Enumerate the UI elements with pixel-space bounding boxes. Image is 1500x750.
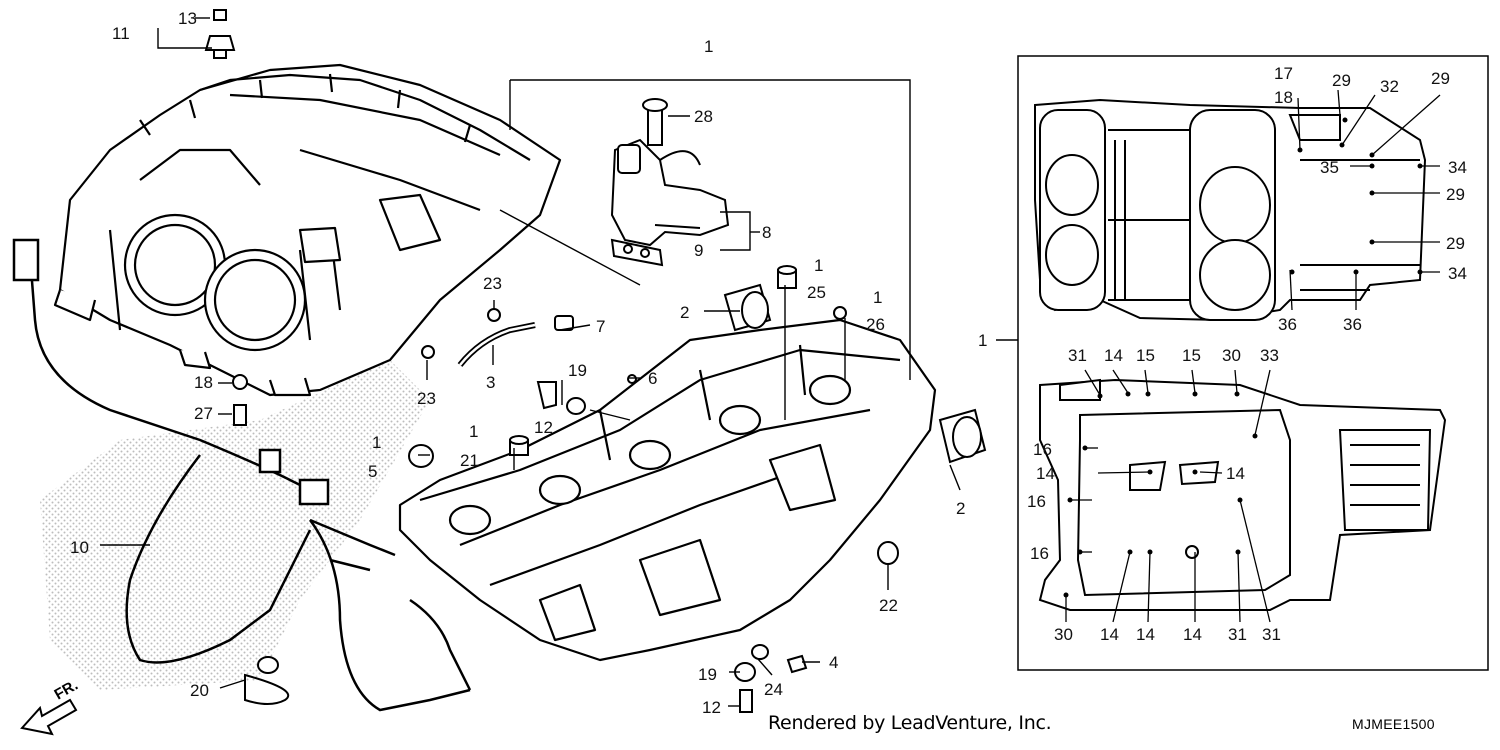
inset-callout-30-b: 30 (1054, 625, 1073, 644)
inset-callout-14-f: 14 (1183, 625, 1202, 644)
shading-area (40, 360, 430, 690)
callout-11: 11 (112, 24, 130, 43)
callout-24: 24 (764, 680, 783, 699)
front-direction-label: FR. (52, 677, 81, 704)
callouts-inset: 17 29 32 29 18 35 34 29 29 34 36 36 31 1… (1027, 64, 1467, 644)
callout-8: 8 (762, 223, 771, 242)
footer-credit: Rendered by LeadVenture, Inc. (768, 712, 1052, 734)
inset-callout-16-a: 16 (1033, 440, 1052, 459)
callout-13: 13 (178, 9, 197, 28)
inset-callout-15-b: 15 (1182, 346, 1201, 365)
callout-1-26: 1 (873, 288, 882, 307)
callout-21: 21 (460, 451, 479, 470)
callout-20: 20 (190, 681, 209, 700)
callout-5: 5 (368, 462, 377, 481)
upper-crankcase (53, 63, 562, 397)
callout-9: 9 (694, 241, 703, 260)
callout-1-left: 1 (978, 331, 987, 350)
solenoid-valve (610, 98, 730, 247)
inset-callout-14-d: 14 (1100, 625, 1119, 644)
inset-callout-31-c: 31 (1262, 625, 1281, 644)
inset-callout-31-a: 31 (1068, 346, 1087, 365)
callout-1-25: 1 (814, 256, 823, 275)
hose-3 (457, 322, 536, 367)
callout-19-top: 19 (568, 361, 587, 380)
callout-27: 27 (194, 404, 213, 423)
callout-1-5: 1 (372, 433, 381, 452)
callout-1-21: 1 (469, 422, 478, 441)
diagram-code: MJMEE1500 (1352, 716, 1435, 732)
inset-bolt-dots (1063, 117, 1423, 598)
callout-23-bottom: 23 (417, 389, 436, 408)
callout-3: 3 (486, 373, 495, 392)
inset-callout-33: 33 (1260, 346, 1279, 365)
callout-12-top: 12 (534, 418, 553, 437)
callout-19-bottom: 19 (698, 665, 717, 684)
inset-callout-31-b: 31 (1228, 625, 1247, 644)
callout-22: 22 (879, 596, 898, 615)
inset-bottom-view (1038, 378, 1447, 611)
callout-10: 10 (70, 538, 89, 557)
inset-callout-14-e: 14 (1136, 625, 1155, 644)
callout-4: 4 (829, 653, 838, 672)
gasket-9 (610, 238, 664, 267)
inset-callout-17: 17 (1274, 64, 1293, 83)
inset-callout-35: 35 (1320, 158, 1339, 177)
inset-callout-29-d: 29 (1446, 234, 1465, 253)
front-direction-arrow: FR. (20, 677, 81, 736)
inset-callout-36-a: 36 (1278, 315, 1297, 334)
inset-callout-15-a: 15 (1136, 346, 1155, 365)
callout-6: 6 (648, 369, 657, 388)
callout-2-right: 2 (956, 499, 965, 518)
callout-26: 26 (866, 315, 885, 334)
inset-callout-16-c: 16 (1030, 544, 1049, 563)
leader-lines (100, 17, 1020, 707)
inset-callout-29-a: 29 (1332, 71, 1351, 90)
inset-callout-34-b: 34 (1448, 264, 1467, 283)
callout-12-bottom: 12 (702, 698, 721, 717)
callout-18: 18 (194, 373, 213, 392)
wire-harness (12, 238, 472, 712)
inset-callout-30-a: 30 (1222, 346, 1241, 365)
callout-7: 7 (596, 317, 605, 336)
callout-28: 28 (694, 107, 713, 126)
inset-callout-36-b: 36 (1343, 315, 1362, 334)
inset-top-view (1034, 98, 1427, 322)
inset-callout-14-b: 14 (1036, 464, 1055, 483)
inset-callout-16-b: 16 (1027, 492, 1046, 511)
bolt-13 (204, 9, 236, 59)
inset-callout-34-a: 34 (1448, 158, 1467, 177)
inset-callout-29-b: 29 (1431, 69, 1450, 88)
inset-callout-18: 18 (1274, 88, 1293, 107)
lower-crankcase (398, 318, 937, 662)
callout-1-top: 1 (704, 37, 713, 56)
inset-callout-32: 32 (1380, 77, 1399, 96)
hose-3-inner (459, 323, 536, 366)
callout-25: 25 (807, 283, 826, 302)
callout-2-top: 2 (680, 303, 689, 322)
callout-23-top: 23 (483, 274, 502, 293)
inset-callout-29-c: 29 (1446, 185, 1465, 204)
callouts-main: 13 11 1 28 8 9 1 25 23 1 26 2 7 1 19 6 1… (70, 9, 987, 717)
small-parts (232, 265, 987, 713)
inset-callout-14-c: 14 (1226, 464, 1245, 483)
inset-callout-14-a: 14 (1104, 346, 1123, 365)
